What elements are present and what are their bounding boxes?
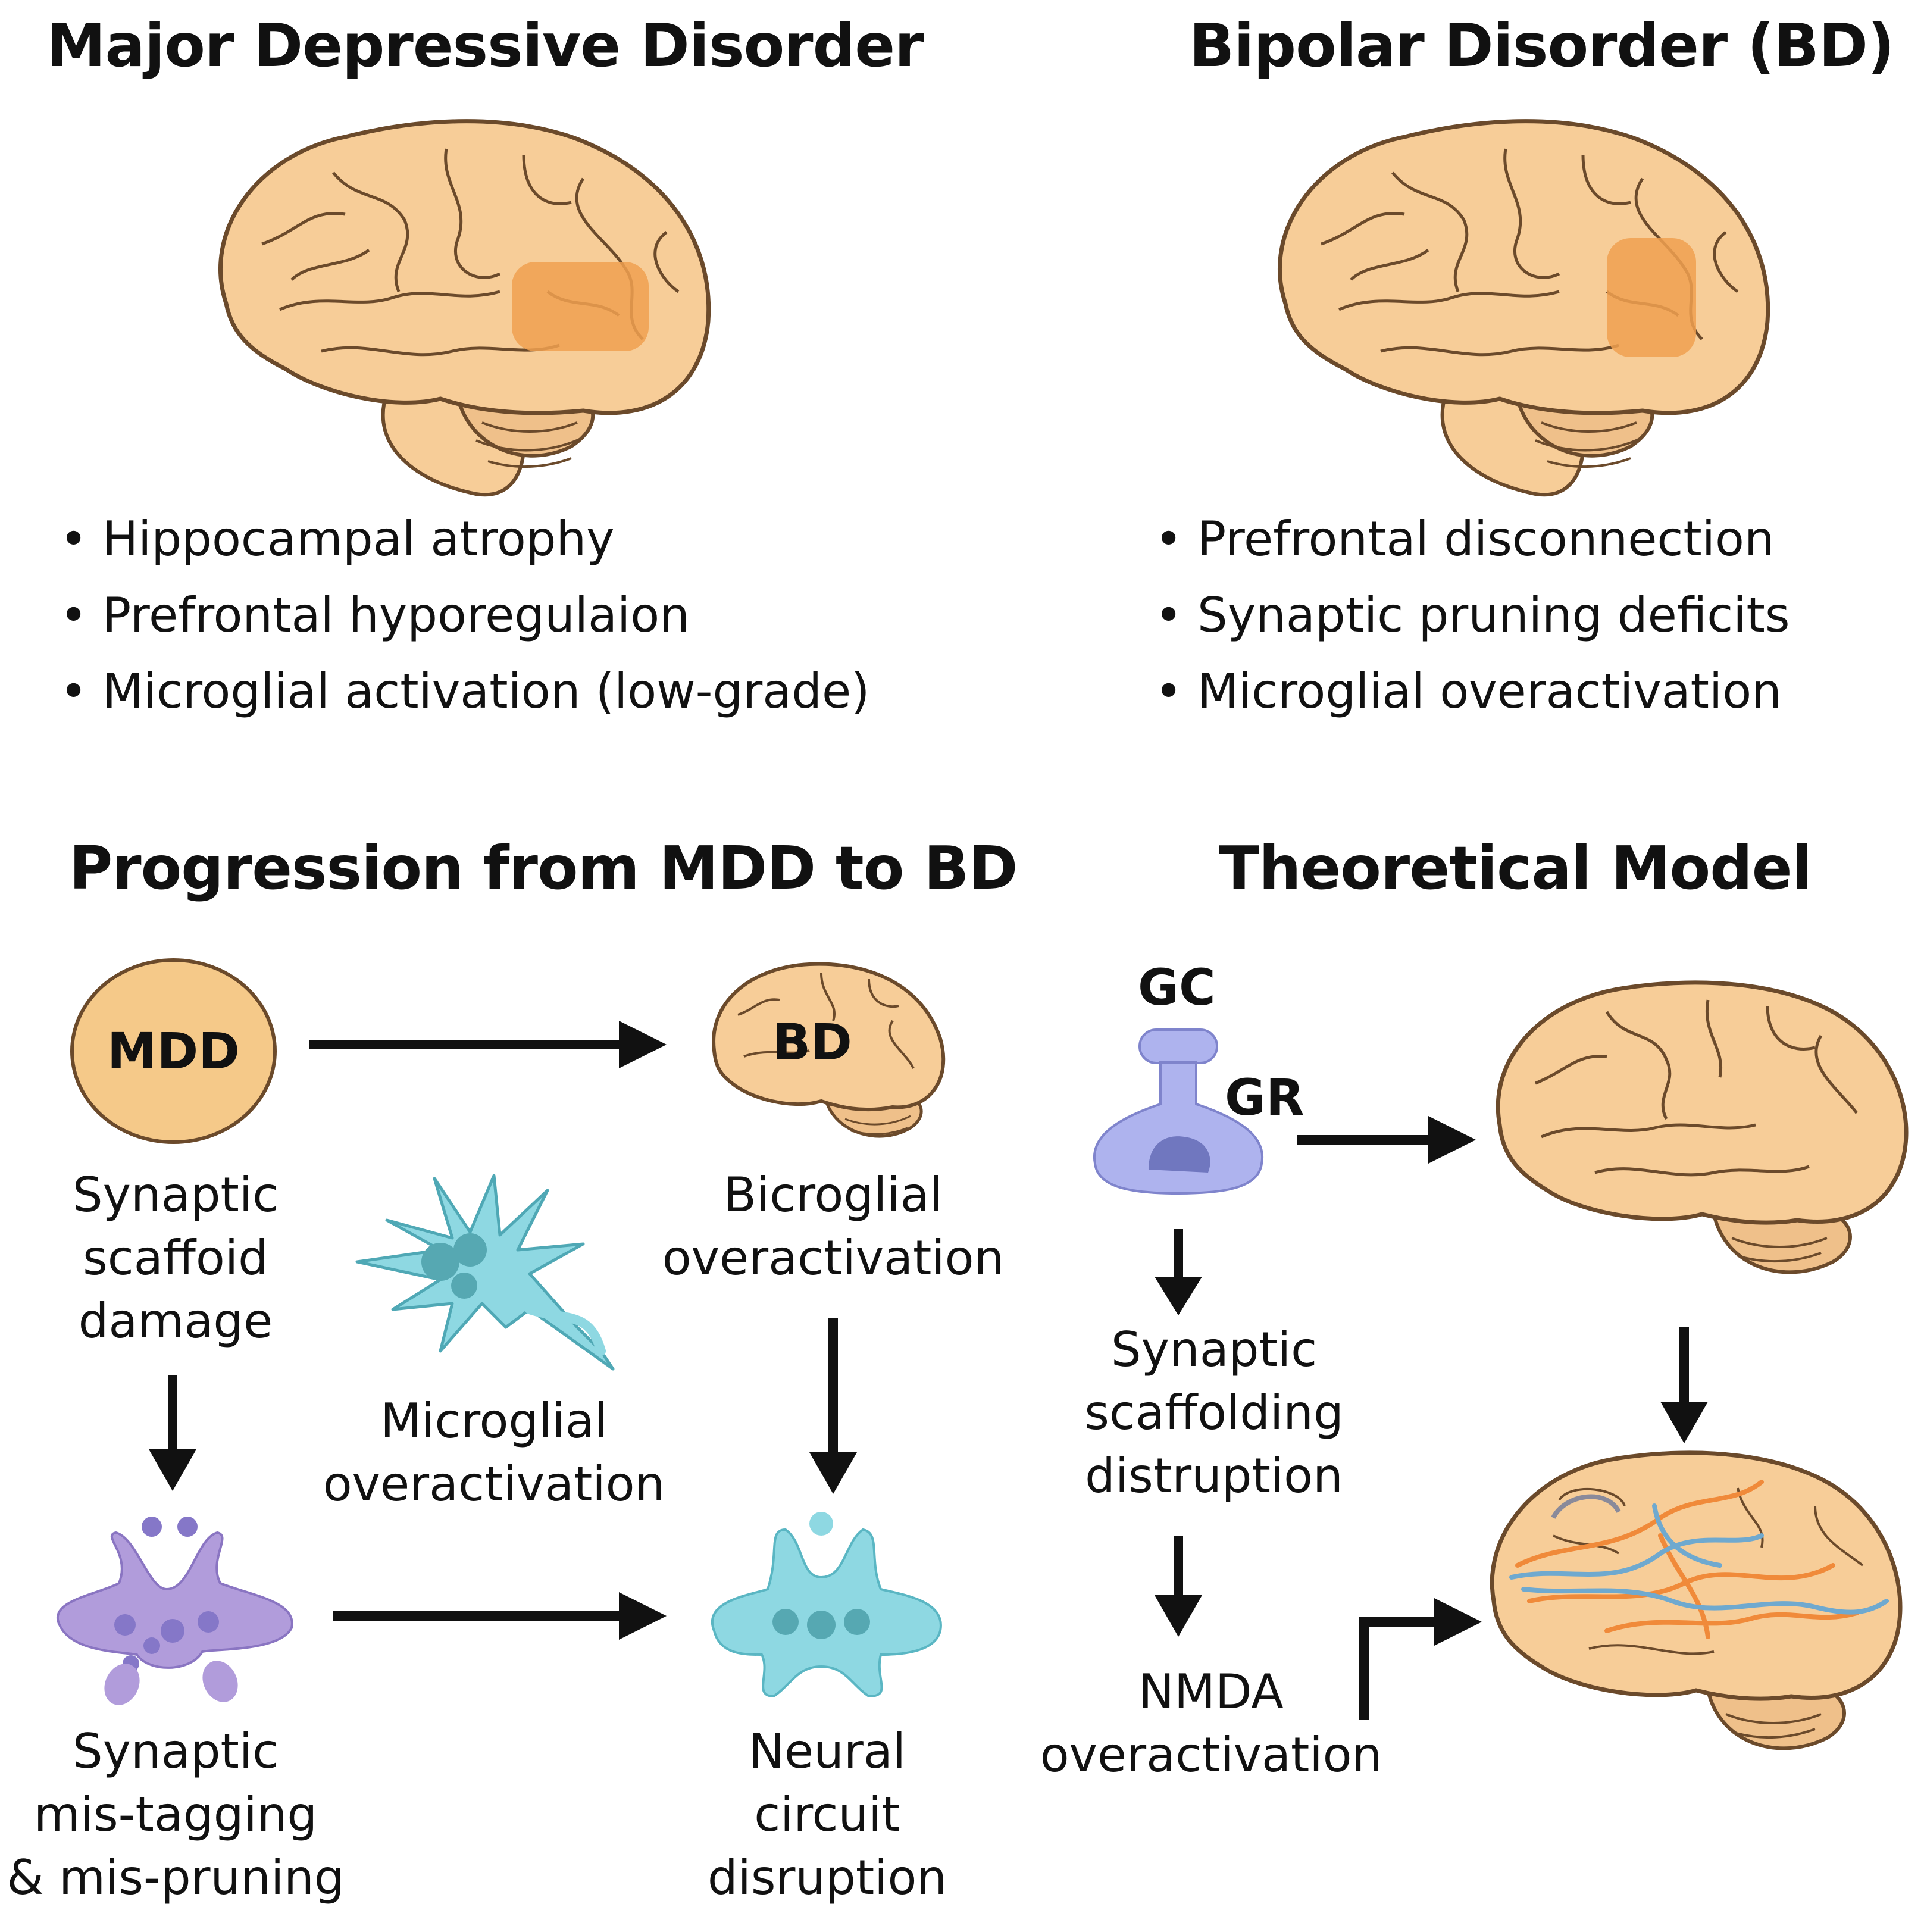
model-title: Theoretical Model — [1219, 833, 1812, 903]
bd-node-label: BD — [772, 1013, 852, 1071]
bicroglial-overactivation-label: Bicroglial overactivation — [662, 1167, 1005, 1286]
mdd-bullet-item: Hippocampal atrophy — [60, 501, 869, 577]
arrow-synapse-to-neural — [333, 1592, 667, 1640]
arrow-down-scaffolding — [1155, 1536, 1202, 1637]
synaptic-scaffold-damage-label: Synaptic scaffoid damage — [72, 1167, 279, 1349]
bd-bullet-item: Prefrontal disconnection — [1155, 501, 1790, 577]
progression-title: Progression from MDD to BD — [69, 833, 1018, 903]
nmda-overactivation-label: NMDA overactivation — [1040, 1664, 1382, 1783]
mdd-bullet-item: Prefrontal hyporegulaion — [60, 577, 869, 654]
mdd-bullet-item: Microglial activation (low-grade) — [60, 654, 869, 730]
arrow-down-damage — [149, 1375, 196, 1491]
neural-cell-icon — [711, 1512, 942, 1698]
arrow-mdd-to-bd — [309, 1021, 667, 1068]
bd-bullet-item: Synaptic pruning deficits — [1155, 577, 1790, 654]
arrow-gr-to-brain — [1297, 1116, 1476, 1164]
orange-circuit-path — [1515, 1480, 1859, 1639]
microglia-cell-icon — [355, 1174, 615, 1371]
bd-brain-illustration — [1278, 119, 1770, 497]
glucocorticoid-receptor-icon — [1093, 1028, 1264, 1195]
bd-node-brain: BD — [712, 962, 946, 1138]
disrupted-circuit-brain-illustration — [1490, 1450, 1903, 1750]
blue-circuit-path — [1509, 1503, 1889, 1615]
bd-bullet-list: Prefrontal disconnection Synaptic prunin… — [1155, 501, 1790, 730]
mdd-bullet-list: Hippocampal atrophy Prefrontal hyporegul… — [60, 501, 869, 730]
hippocampus-highlight — [512, 262, 649, 351]
model-brain-illustration — [1496, 980, 1909, 1274]
arrow-nmda-to-brain — [1359, 1598, 1482, 1720]
prefrontal-highlight — [1607, 238, 1696, 357]
mdd-node: MDD — [70, 958, 277, 1144]
arrow-down-brain — [1660, 1327, 1708, 1443]
synaptic-mistagging-label: Synaptic mis-tagging & mis-pruning — [7, 1724, 345, 1905]
neural-circuit-disruption-label: Neural circuit disruption — [707, 1724, 947, 1905]
microglial-overactivation-label: Microglial overactivation — [323, 1393, 665, 1512]
synaptic-scaffolding-disruption-label: Synaptic scaffolding distruption — [1084, 1322, 1344, 1503]
mdd-brain-illustration — [218, 119, 711, 497]
arrow-down-bicroglial — [809, 1318, 857, 1494]
synapse-mistagging-icon — [57, 1517, 293, 1705]
mdd-node-label: MDD — [107, 1022, 240, 1080]
bd-title: Bipolar Disorder (BD) — [1189, 11, 1895, 80]
gc-label: GC — [1138, 958, 1216, 1017]
bd-bullet-item: Microglial overactivation — [1155, 654, 1790, 730]
gr-label: GR — [1225, 1068, 1304, 1127]
mdd-title: Major Depressive Disorder — [46, 11, 924, 80]
arrow-down-receptor — [1155, 1229, 1202, 1315]
